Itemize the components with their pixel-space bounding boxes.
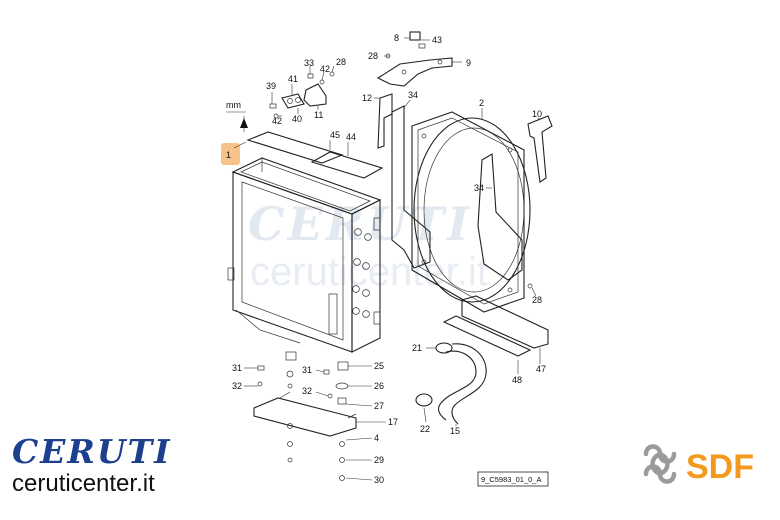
bolt-39[interactable]	[269, 103, 277, 109]
callout-28: 28	[368, 51, 378, 61]
hose-15[interactable]	[437, 343, 487, 425]
bolt-33[interactable]	[307, 73, 314, 79]
bracket-11[interactable]	[303, 83, 327, 107]
radiator-assembly[interactable]	[227, 157, 382, 353]
callout-34: 34	[408, 90, 418, 100]
callout-42: 42	[320, 64, 330, 74]
nut-28-lower[interactable]	[527, 283, 533, 289]
callout-11: 11	[314, 110, 323, 120]
bracket-17[interactable]	[253, 391, 357, 437]
callout-10: 10	[532, 109, 542, 119]
callout-4: 4	[374, 433, 379, 443]
nut-32-right[interactable]	[327, 393, 333, 399]
callout-29: 29	[374, 455, 384, 465]
callout-43: 43	[432, 35, 442, 45]
reference-code-box: 9_C5983_01_0_A	[477, 471, 549, 487]
bracket-10[interactable]	[527, 115, 553, 183]
callout-30: 30	[374, 475, 384, 485]
callout-9: 9	[466, 58, 471, 68]
ceruti-logo: CERUTI ceruticenter.it	[12, 432, 172, 497]
ceruti-logo-title: CERUTI	[12, 432, 172, 471]
mm-arrow-icon	[240, 118, 248, 128]
callout-mm: mm	[226, 100, 241, 110]
foam-pad-44[interactable]	[310, 151, 384, 179]
clamp-22[interactable]	[415, 393, 433, 407]
callout-25: 25	[374, 361, 384, 371]
sdf-logo: SDF	[643, 444, 754, 486]
callout-34: 34	[474, 183, 484, 193]
callout-48: 48	[512, 375, 522, 385]
bolt-31-right[interactable]	[323, 369, 330, 375]
gasket-34-upper[interactable]	[391, 105, 431, 269]
sdf-emblem-icon	[643, 444, 677, 484]
ceruti-logo-url: ceruticenter.it	[12, 470, 155, 497]
clip-8[interactable]	[409, 31, 421, 41]
callout-26: 26	[374, 381, 384, 391]
bracket-12[interactable]	[377, 93, 393, 149]
clamp-21[interactable]	[435, 342, 453, 354]
callout-41: 41	[288, 74, 298, 84]
callout-28: 28	[532, 295, 542, 305]
bracket-9[interactable]	[376, 57, 453, 87]
callout-2: 2	[479, 98, 484, 108]
callout-21: 21	[412, 343, 422, 353]
callout-42: 42	[272, 116, 282, 126]
callout-15: 15	[450, 426, 460, 436]
bolt-31-left[interactable]	[257, 365, 265, 371]
strip-47[interactable]	[461, 295, 549, 349]
callout-17: 17	[388, 417, 398, 427]
nut-32-left[interactable]	[257, 381, 263, 387]
callout-8: 8	[394, 33, 399, 43]
callout-31: 31	[232, 363, 242, 373]
callout-47: 47	[536, 364, 546, 374]
watermark-title: CERUTI	[248, 197, 472, 251]
callout-44: 44	[346, 132, 356, 142]
bracket-40[interactable]	[281, 93, 305, 109]
callout-32: 32	[232, 381, 242, 391]
bolt-43[interactable]	[418, 43, 426, 49]
nut-28-mid[interactable]	[329, 71, 335, 77]
seal-strip-45[interactable]	[246, 131, 344, 164]
mount-stack[interactable]	[285, 351, 349, 481]
callout-32: 32	[302, 386, 312, 396]
callout-27: 27	[374, 401, 384, 411]
watermark: CERUTI ceruticenter.it	[248, 197, 488, 294]
strip-48[interactable]	[442, 315, 532, 357]
callout-45: 45	[330, 130, 340, 140]
callout-12: 12	[362, 93, 372, 103]
leader-lines	[226, 37, 541, 481]
reference-code: 9_C5983_01_0_A	[481, 475, 541, 484]
sdf-logo-text: SDF	[686, 448, 754, 486]
callout-22: 22	[420, 424, 430, 434]
callout-39: 39	[266, 81, 276, 91]
callout-40: 40	[292, 114, 302, 124]
radiator-ports	[328, 217, 381, 335]
callout-1-highlight	[221, 143, 240, 165]
callout-31: 31	[302, 365, 312, 375]
callout-labels: 8 43 28 9 33 42 28 41 39 42 40 11 12 34 …	[226, 33, 546, 485]
nut-42-right[interactable]	[319, 79, 325, 85]
watermark-url: ceruticenter.it	[250, 250, 488, 294]
gasket-34-lower[interactable]	[477, 153, 523, 281]
callout-28: 28	[336, 57, 346, 67]
callout-33: 33	[304, 58, 314, 68]
callout-1: 1	[226, 150, 231, 160]
